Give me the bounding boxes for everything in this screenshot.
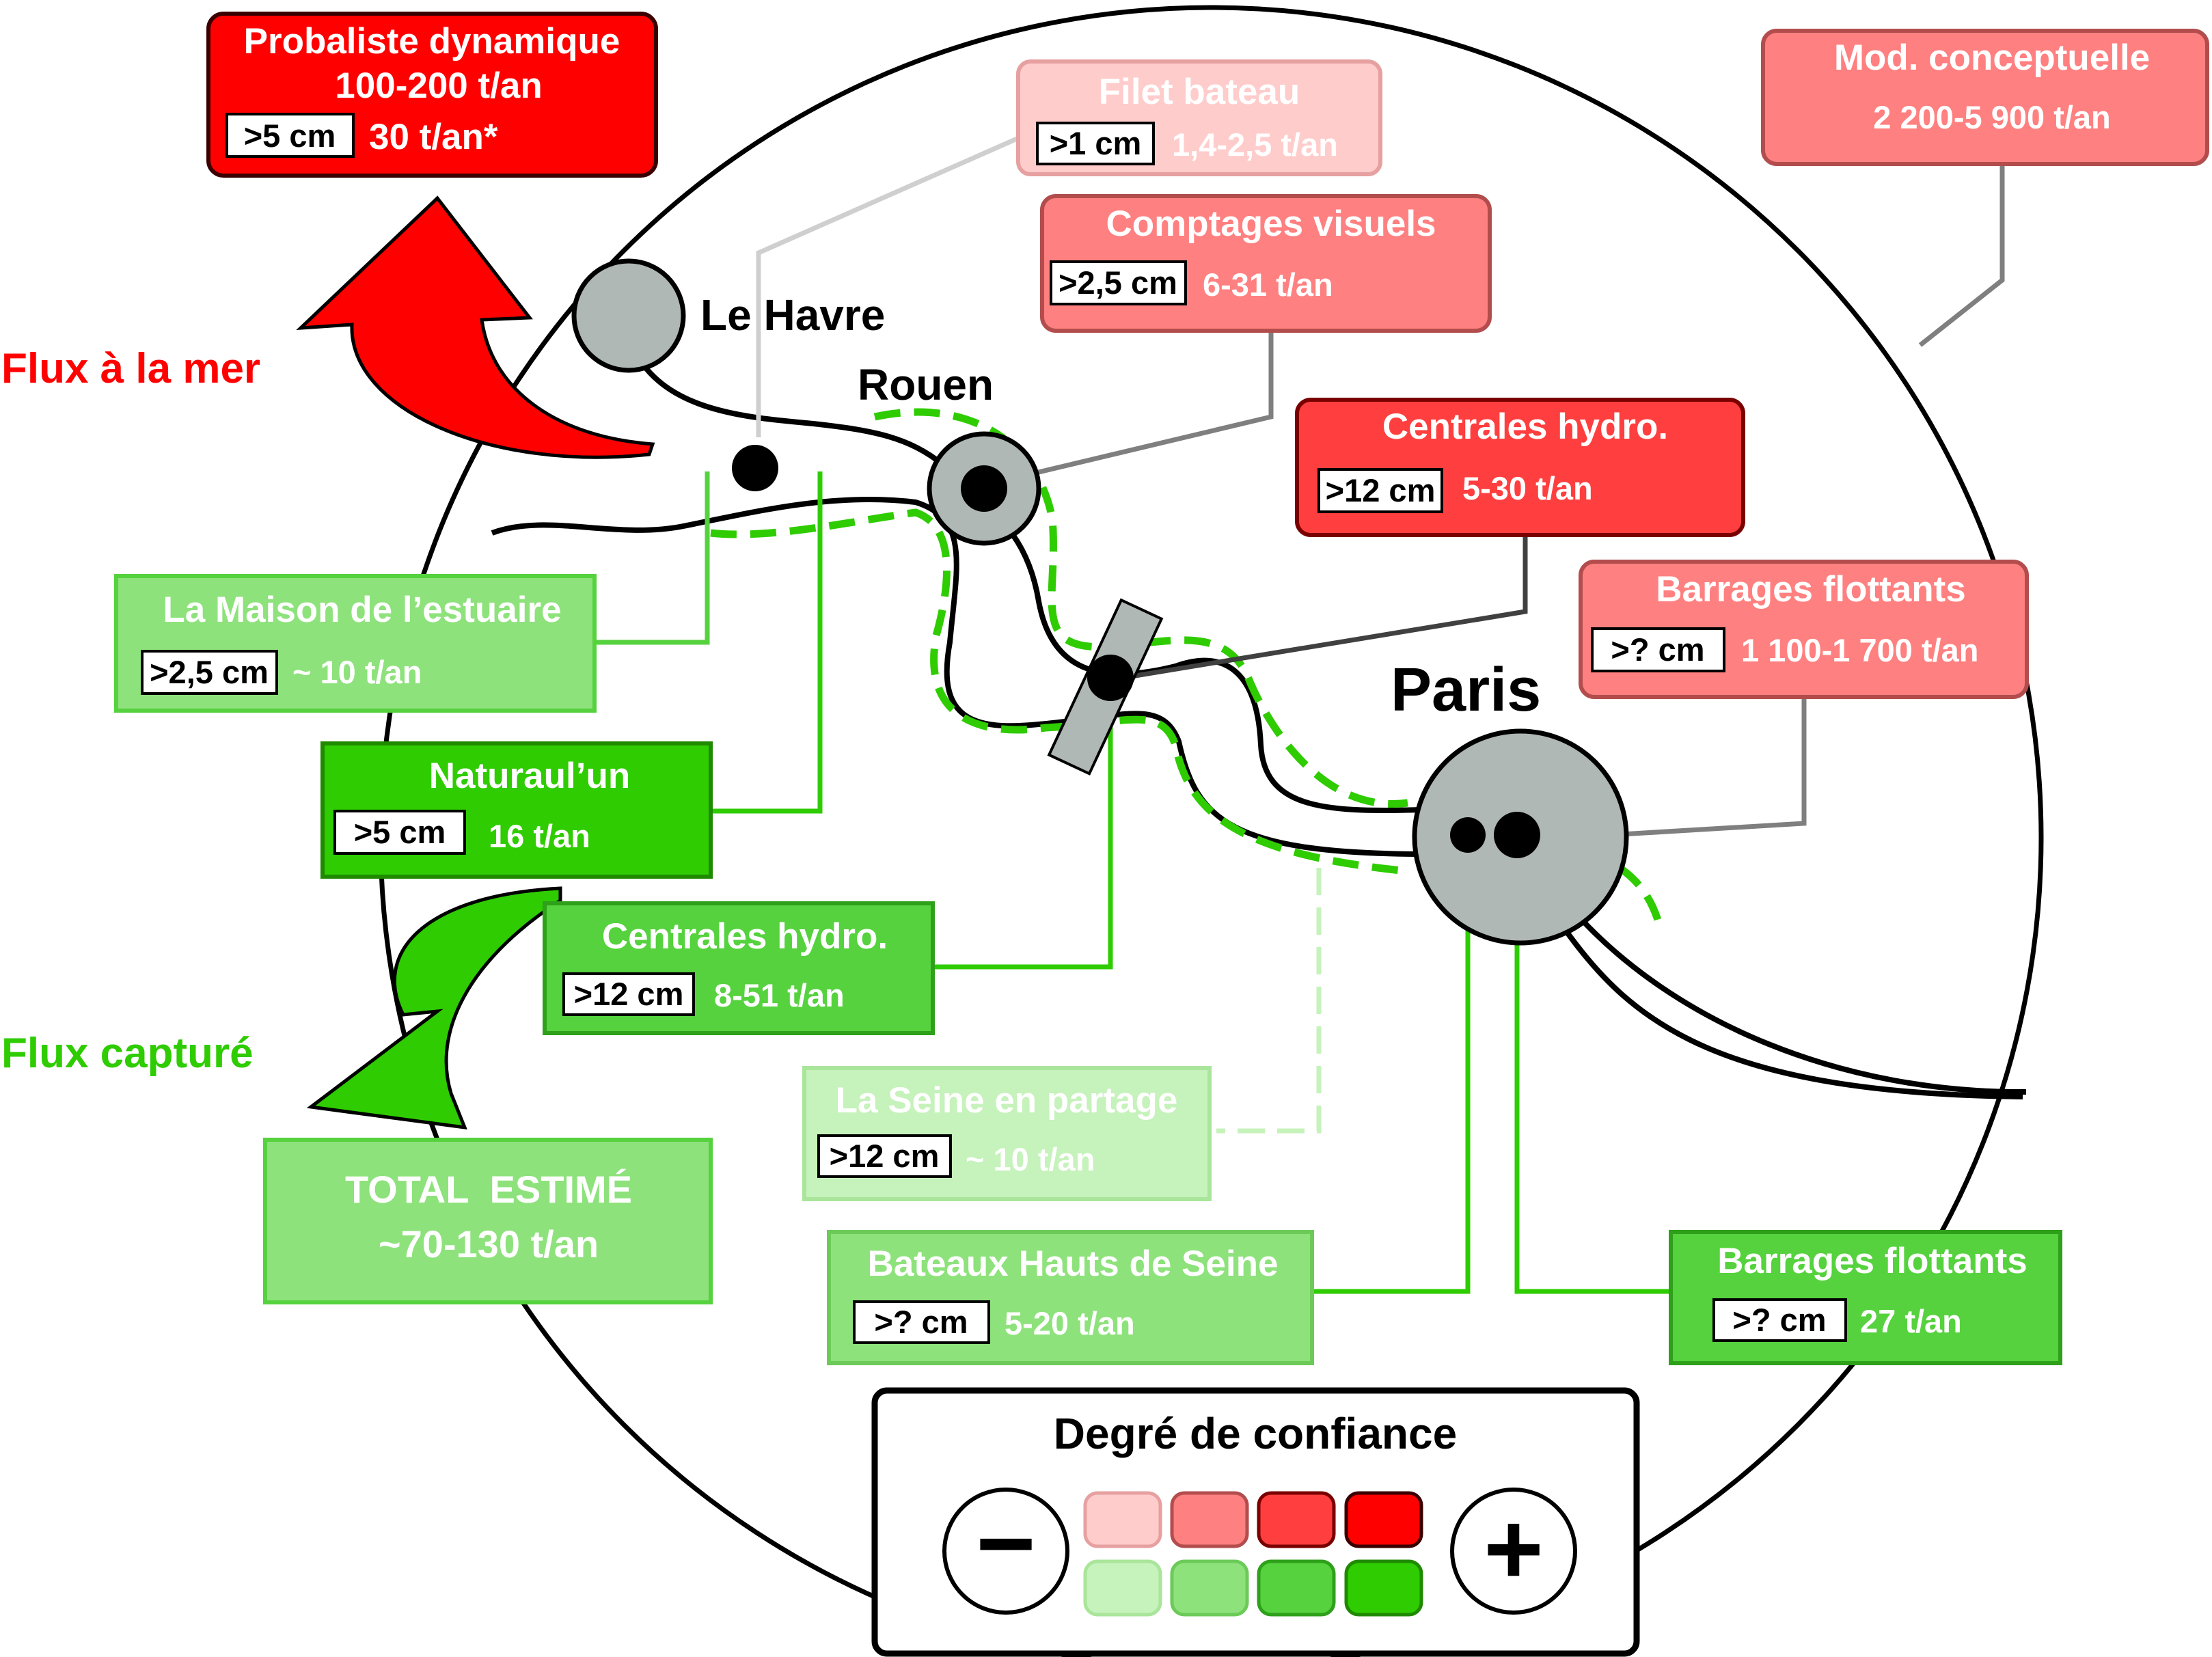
box-filet-bateau: Filet bateau >1 cm 1,4-2,5 t/an [1016, 59, 1382, 176]
bateaux-hauts-seine-title: Bateaux Hauts de Seine [868, 1244, 1279, 1284]
mod-conceptuelle-title: Mod. conceptuelle [1834, 38, 2150, 78]
mod-conceptuelle-value: 2 200-5 900 t/an [1873, 99, 2111, 135]
box-total-estime: TOTAL ESTIMÉ ~70-130 t/an [263, 1138, 713, 1304]
box-bateaux-hauts-seine: Bateaux Hauts de Seine >? cm 5-20 t/an [827, 1230, 1314, 1365]
measurement-point-estuary [732, 445, 778, 491]
filet-bateau-title: Filet bateau [1099, 72, 1300, 112]
centrales-hydro-green-title: Centrales hydro. [602, 916, 888, 957]
barrages-flottants-red-title: Barrages flottants [1656, 569, 1966, 610]
centrales-hydro-red-size-badge: >12 cm [1326, 472, 1436, 508]
probaliste-range: 100-200 t/an [335, 66, 542, 106]
le-havre-city-icon [571, 258, 686, 373]
barrages-flottants-green-title: Barrages flottants [1717, 1241, 2027, 1281]
legend-minus-icon [942, 1488, 1069, 1615]
seine-partage-size-badge: >12 cm [830, 1138, 940, 1174]
naturaulun-size-badge: >5 cm [354, 814, 446, 850]
bateaux-hauts-seine-value: 5-20 t/an [1005, 1305, 1135, 1341]
filet-bateau-value: 1,4-2,5 t/an [1172, 126, 1338, 163]
centrales-hydro-green-value: 8-51 t/an [714, 977, 845, 1013]
centrales-hydro-red-title: Centrales hydro. [1382, 407, 1668, 447]
confidence-legend: Degré de confiance − + [871, 1387, 1640, 1657]
measurement-point-rouen [961, 465, 1007, 512]
barrages-flottants-red-size-badge: >? cm [1611, 631, 1704, 668]
probaliste-title: Probaliste dynamique [244, 21, 620, 61]
box-probaliste-dynamique: Probaliste dynamique 100-200 t/an >5 cm … [206, 12, 658, 178]
naturaulun-title: Naturaul’un [429, 756, 630, 796]
flux-captured-arrow [306, 886, 562, 1130]
legend-red-swatch-1 [1083, 1491, 1162, 1548]
barrages-flottants-red-value: 1 100-1 700 t/an [1741, 632, 1979, 668]
flux-to-sea-arrow [296, 195, 655, 459]
centrales-hydro-red-value: 5-30 t/an [1462, 470, 1593, 506]
box-comptages-visuels: Comptages visuels >2,5 cm 6-31 t/an [1040, 194, 1492, 333]
legend-plus-sign: + [1484, 1491, 1544, 1606]
probaliste-size-badge: >5 cm [244, 118, 336, 154]
box-mod-conceptuelle: Mod. conceptuelle 2 200-5 900 t/an [1761, 29, 2209, 166]
green-connectors [595, 471, 1671, 1294]
seine-partage-value: ~ 10 t/an [966, 1141, 1095, 1177]
bateaux-hauts-seine-size-badge: >? cm [874, 1304, 968, 1340]
box-centrales-hydro-green: Centrales hydro. >12 cm 8-51 t/an [543, 901, 935, 1035]
total-value: ~70-130 t/an [379, 1222, 599, 1265]
comptages-visuels-size-badge: >2,5 cm [1059, 264, 1177, 301]
total-title: TOTAL ESTIMÉ [345, 1168, 632, 1211]
box-barrages-flottants-green: Barrages flottants >? cm 27 t/an [1669, 1230, 2062, 1365]
seine-partage-title: La Seine en partage [836, 1080, 1178, 1121]
maison-estuaire-title: La Maison de l’estuaire [163, 590, 561, 630]
filet-bateau-size-badge: >1 cm [1050, 125, 1142, 161]
box-naturaulun: Naturaul’un >5 cm 16 t/an [320, 741, 713, 879]
box-centrales-hydro-red: Centrales hydro. >12 cm 5-30 t/an [1295, 398, 1745, 537]
legend-red-swatch-4 [1344, 1491, 1423, 1548]
measurement-point-paris [1494, 812, 1540, 858]
measurement-point-dam [1087, 655, 1134, 701]
label-flux-captured: Flux capturé [1, 1030, 254, 1077]
barrages-flottants-green-value: 27 t/an [1860, 1303, 1962, 1339]
maison-estuaire-value: ~ 10 t/an [292, 654, 422, 690]
legend-green-swatch-4 [1344, 1559, 1423, 1617]
legend-title: Degré de confiance [1054, 1409, 1457, 1458]
box-seine-partage: La Seine en partage >12 cm ~ 10 t/an [802, 1066, 1212, 1201]
probaliste-value: 30 t/an* [369, 117, 498, 157]
measurement-point-paris-small [1450, 817, 1486, 853]
label-le-havre: Le Havre [700, 290, 885, 340]
legend-red-swatch-3 [1257, 1491, 1336, 1548]
centrales-hydro-green-size-badge: >12 cm [574, 976, 684, 1012]
comptages-visuels-title: Comptages visuels [1106, 204, 1436, 244]
legend-plus-icon [1450, 1488, 1577, 1615]
naturaulun-value: 16 t/an [489, 818, 590, 854]
label-paris: Paris [1391, 656, 1541, 724]
comptages-visuels-value: 6-31 t/an [1203, 266, 1333, 303]
maison-estuaire-size-badge: >2,5 cm [150, 654, 269, 690]
legend-green-swatch-1 [1083, 1559, 1162, 1617]
label-flux-sea: Flux à la mer [1, 345, 260, 392]
box-barrages-flottants-red: Barrages flottants >? cm 1 100-1 700 t/a… [1579, 560, 2029, 699]
seine-river [491, 337, 2027, 1099]
legend-green-swatch-2 [1170, 1559, 1249, 1617]
legend-green-swatch-3 [1257, 1559, 1336, 1617]
barrages-flottants-green-size-badge: >? cm [1732, 1302, 1826, 1338]
legend-minus-sign: − [976, 1485, 1036, 1600]
label-rouen: Rouen [858, 360, 994, 409]
legend-red-swatch-2 [1170, 1491, 1249, 1548]
box-maison-estuaire: La Maison de l’estuaire >2,5 cm ~ 10 t/a… [114, 574, 597, 713]
